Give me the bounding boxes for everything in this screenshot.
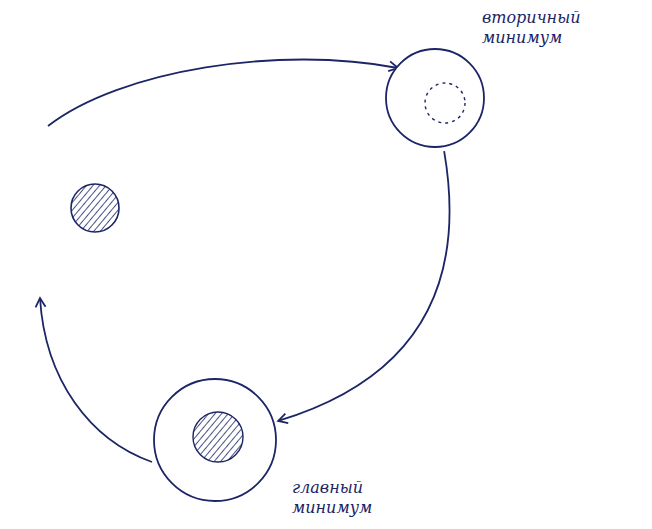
orbit-arrow bbox=[40, 298, 152, 462]
star-disc bbox=[71, 184, 119, 232]
companion-star bbox=[425, 83, 465, 123]
star-orbit-position: главный минимум bbox=[153, 378, 277, 502]
companion-star bbox=[193, 412, 243, 462]
orbit-arrow bbox=[278, 151, 449, 421]
minimum-label: вторичный минимум bbox=[482, 8, 632, 48]
minimum-label: главный минимум bbox=[292, 478, 442, 518]
star-disc bbox=[386, 49, 484, 147]
star-outline bbox=[153, 378, 277, 502]
star-outline bbox=[385, 48, 485, 148]
star-disc bbox=[154, 379, 276, 501]
star-orbit-position: вторичный минимум bbox=[385, 48, 485, 148]
orbit-arrow bbox=[48, 59, 398, 126]
